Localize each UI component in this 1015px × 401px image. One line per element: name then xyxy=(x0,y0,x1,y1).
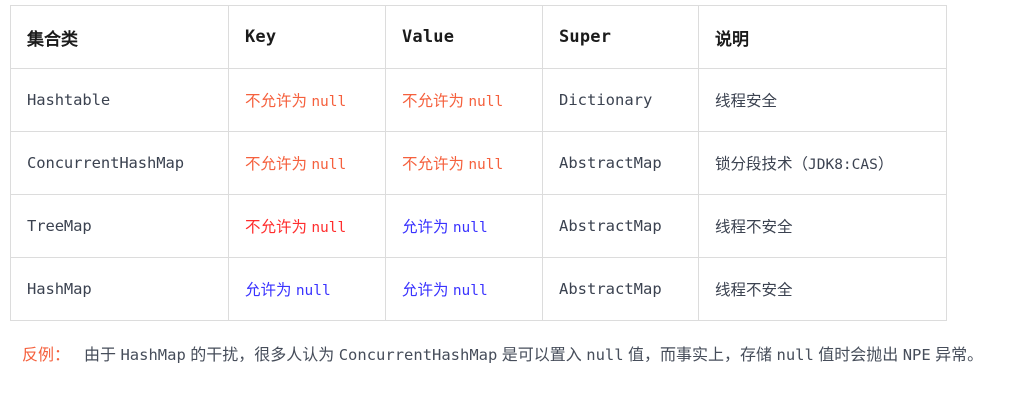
map-comparison-table: 集合类 Key Value Super 说明 Hashtable 不允许为 nu… xyxy=(10,5,947,321)
cell-key-nullability: 允许为 null xyxy=(228,257,386,321)
key-nullability-text: 不允许为 null xyxy=(245,93,347,110)
note-segment: 的干扰，很多人认为 xyxy=(185,347,339,364)
description-text: 锁分段技术（ xyxy=(715,156,809,173)
note-segment: 异常。 xyxy=(930,347,984,364)
cell-super-class: AbstractMap xyxy=(542,194,699,258)
key-nullability-text: 允许为 null xyxy=(245,282,331,299)
table-body: Hashtable 不允许为 null 不允许为 null Dictionary… xyxy=(10,68,947,321)
note-segment: 值时会抛出 xyxy=(813,347,903,364)
note-segment: 值，而事实上，存储 xyxy=(623,347,777,364)
cell-description: 线程不安全 xyxy=(698,194,947,258)
column-header-collection: 集合类 xyxy=(10,5,229,69)
note-segment: 由于 xyxy=(84,347,121,364)
note-mono-hashmap: HashMap xyxy=(120,346,186,364)
cell-value-nullability: 不允许为 null xyxy=(385,68,543,132)
counter-example-note: 反例： 由于 HashMap 的干扰，很多人认为 ConcurrentHashMa… xyxy=(22,338,997,373)
table-row: Hashtable 不允许为 null 不允许为 null Dictionary… xyxy=(10,68,947,132)
null-keyword: null xyxy=(311,94,347,110)
table-row: TreeMap 不允许为 null 允许为 null AbstractMap 线… xyxy=(10,194,947,258)
cell-collection-name: TreeMap xyxy=(10,194,229,258)
cell-super-class: AbstractMap xyxy=(542,257,699,321)
value-nullability-text: 不允许为 null xyxy=(402,156,504,173)
null-keyword: null xyxy=(311,220,347,236)
note-segment: 是可以置入 xyxy=(497,347,587,364)
key-nullability-text: 不允许为 null xyxy=(245,156,347,173)
cell-super-class: AbstractMap xyxy=(542,131,699,195)
cell-collection-name: ConcurrentHashMap xyxy=(10,131,229,195)
null-keyword: null xyxy=(295,283,331,299)
column-header-description: 说明 xyxy=(698,5,947,69)
note-mono-npe: NPE xyxy=(902,346,931,364)
null-keyword: null xyxy=(468,94,504,110)
description-suffix: ） xyxy=(877,156,894,173)
null-keyword: null xyxy=(452,220,488,236)
cell-collection-name: HashMap xyxy=(10,257,229,321)
cell-description: 线程不安全 xyxy=(698,257,947,321)
cell-value-nullability: 允许为 null xyxy=(385,194,543,258)
null-keyword: null xyxy=(452,283,488,299)
cell-value-nullability: 不允许为 null xyxy=(385,131,543,195)
column-header-super: Super xyxy=(542,5,699,69)
description-text: 线程不安全 xyxy=(715,282,793,299)
cell-value-nullability: 允许为 null xyxy=(385,257,543,321)
description-text: 线程不安全 xyxy=(715,219,793,236)
description-text: 线程安全 xyxy=(715,93,778,110)
description-mono: JDK8:CAS xyxy=(808,157,878,173)
key-nullability-text: 不允许为 null xyxy=(245,219,347,236)
column-header-key: Key xyxy=(228,5,386,69)
cell-key-nullability: 不允许为 null xyxy=(228,194,386,258)
null-keyword: null xyxy=(468,157,504,173)
comparison-table-container: 集合类 Key Value Super 说明 Hashtable 不允许为 nu… xyxy=(10,5,947,321)
cell-key-nullability: 不允许为 null xyxy=(228,131,386,195)
cell-super-class: Dictionary xyxy=(542,68,699,132)
value-nullability-text: 不允许为 null xyxy=(402,93,504,110)
cell-collection-name: Hashtable xyxy=(10,68,229,132)
note-mono-null: null xyxy=(586,346,624,364)
table-row: HashMap 允许为 null 允许为 null AbstractMap 线程… xyxy=(10,257,947,321)
note-mono-null: null xyxy=(776,346,814,364)
column-header-value: Value xyxy=(385,5,543,69)
table-header: 集合类 Key Value Super 说明 xyxy=(10,5,947,69)
value-nullability-text: 允许为 null xyxy=(402,282,488,299)
note-mono-concurrenthashmap: ConcurrentHashMap xyxy=(338,346,498,364)
table-header-row: 集合类 Key Value Super 说明 xyxy=(10,5,947,69)
cell-description: 锁分段技术（JDK8:CAS） xyxy=(698,131,947,195)
cell-key-nullability: 不允许为 null xyxy=(228,68,386,132)
cell-description: 线程安全 xyxy=(698,68,947,132)
null-keyword: null xyxy=(311,157,347,173)
value-nullability-text: 允许为 null xyxy=(402,219,488,236)
note-label: 反例： xyxy=(22,347,71,364)
table-row: ConcurrentHashMap 不允许为 null 不允许为 null Ab… xyxy=(10,131,947,195)
